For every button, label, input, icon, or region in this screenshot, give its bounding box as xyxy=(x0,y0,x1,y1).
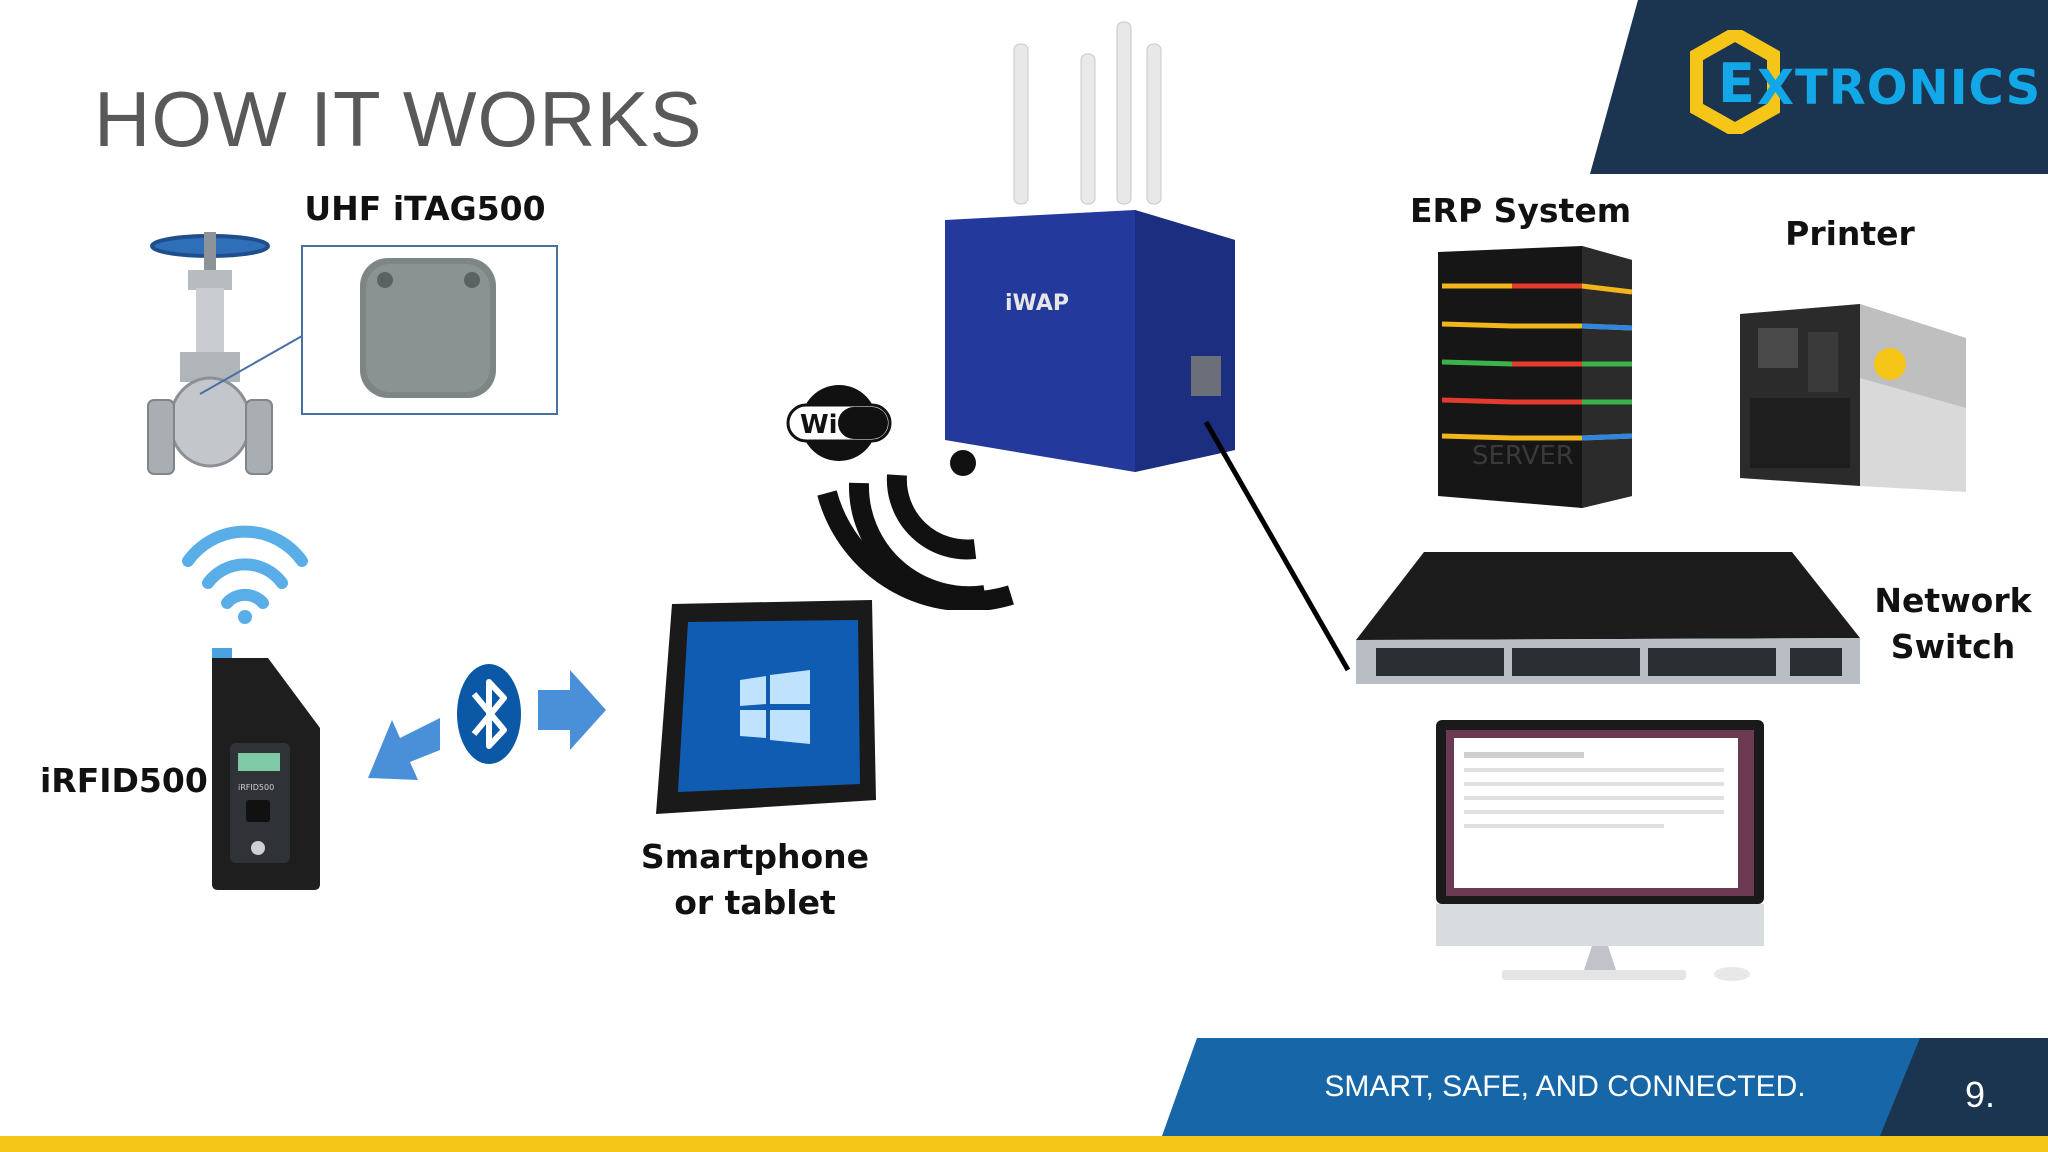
server-icon: SERVER xyxy=(1438,246,1633,508)
logo-text: XTRONICS xyxy=(1757,60,2042,116)
reader-screen-text: iRFID500 xyxy=(238,783,274,792)
footer-tagline: SMART, SAFE, AND CONNECTED. xyxy=(1324,1070,1806,1103)
page-number: 9. xyxy=(1964,1074,1996,1115)
bluetooth-icon xyxy=(457,664,521,764)
rfid-reader-icon: iRFID500 xyxy=(212,648,320,890)
arrow-left-icon xyxy=(368,718,440,780)
wireless-signal-icon xyxy=(182,525,308,624)
page-title: HOW IT WORKS xyxy=(94,75,703,163)
wifi-logo-icon: Wi Fi xyxy=(786,385,892,461)
erp-label: ERP System xyxy=(1410,191,1632,230)
footer-band xyxy=(0,1038,2048,1152)
logo-letter: E xyxy=(1718,52,1755,115)
ethernet-cable xyxy=(1203,420,1351,672)
device-label-line1: Smartphone xyxy=(640,837,870,876)
switch-label-line2: Switch xyxy=(1890,627,2016,666)
printer-icon xyxy=(1740,304,1966,492)
arrow-right-icon xyxy=(538,670,606,750)
hexagon-logo-icon: E xyxy=(1690,30,1780,134)
iwap-text: iWAP xyxy=(1005,291,1069,316)
device-label-line2: or tablet xyxy=(674,883,836,922)
wifi-logo-text: Wi Fi xyxy=(800,410,873,440)
access-point-icon: iWAP xyxy=(945,21,1235,472)
tag-callout xyxy=(199,245,558,415)
network-switch-icon xyxy=(1356,552,1860,684)
wifi-signal-icon xyxy=(817,450,1014,610)
server-text: SERVER xyxy=(1472,441,1574,471)
imac-icon xyxy=(1436,720,1764,981)
tag-label: UHF iTAG500 xyxy=(304,189,546,228)
switch-label-line1: Network xyxy=(1874,581,2032,620)
tablet-icon xyxy=(656,600,876,814)
reader-label: iRFID500 xyxy=(40,761,208,800)
printer-label: Printer xyxy=(1785,214,1915,253)
